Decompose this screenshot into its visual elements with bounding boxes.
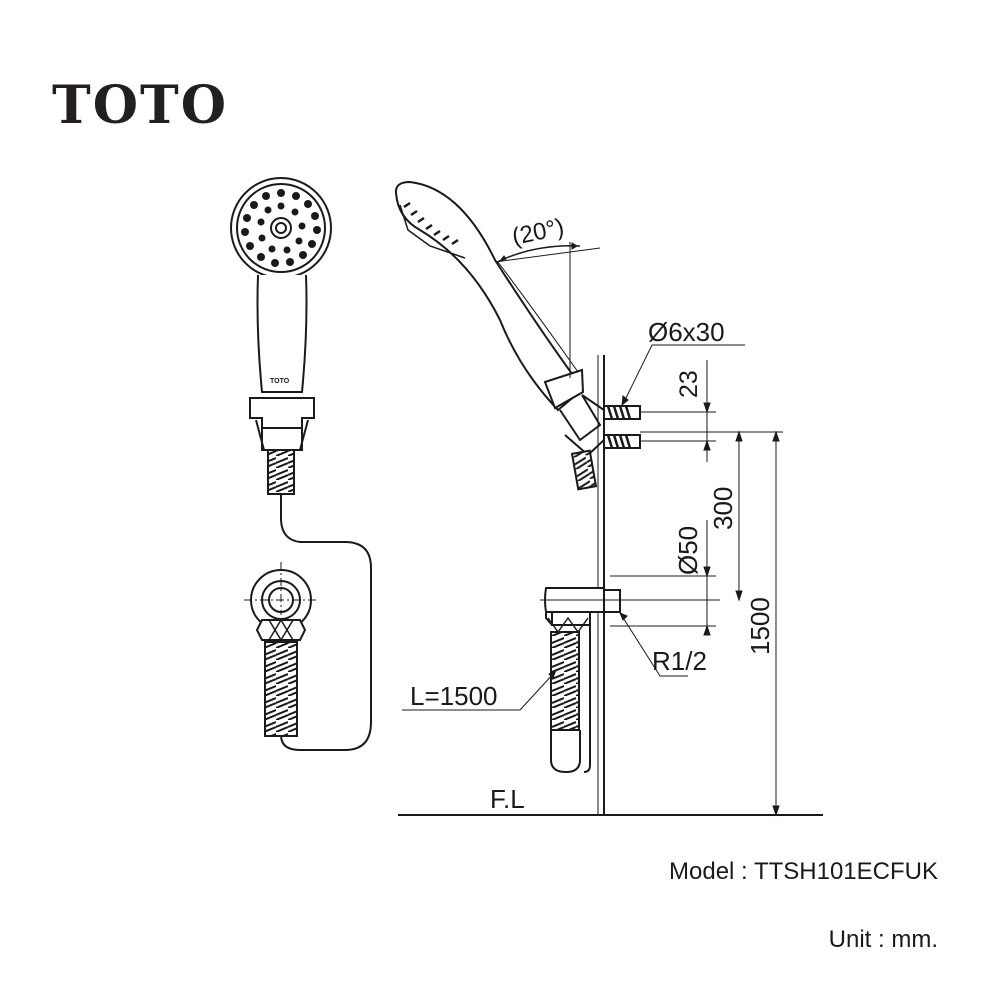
thread-label: R1/2 bbox=[652, 646, 707, 676]
hose-length-label: L=1500 bbox=[410, 681, 497, 711]
screw-label: Ø6x30 bbox=[648, 317, 725, 347]
angle-label: (20°) bbox=[510, 214, 567, 251]
model-number: Model : TTSH101ECFUK bbox=[669, 858, 938, 885]
shower-head-side-icon bbox=[394, 180, 605, 491]
handset-logo: TOTO bbox=[270, 378, 290, 385]
front-view: TOTO bbox=[230, 177, 372, 751]
bracket-height-label: 300 bbox=[708, 487, 738, 530]
wall-bracket-icon bbox=[249, 397, 315, 451]
spacing-label: 23 bbox=[675, 370, 703, 398]
floor-level-label: F.L bbox=[490, 784, 525, 814]
total-height-label: 1500 bbox=[745, 597, 775, 655]
side-view bbox=[394, 180, 823, 817]
brand-logo: TOTO bbox=[52, 75, 228, 136]
flange-diameter-label: Ø50 bbox=[673, 526, 703, 575]
screw-anchor-icon bbox=[604, 405, 641, 449]
shower-head-front-icon bbox=[230, 177, 332, 279]
unit-note: Unit : mm. bbox=[828, 926, 938, 953]
hose-icon bbox=[267, 449, 295, 495]
